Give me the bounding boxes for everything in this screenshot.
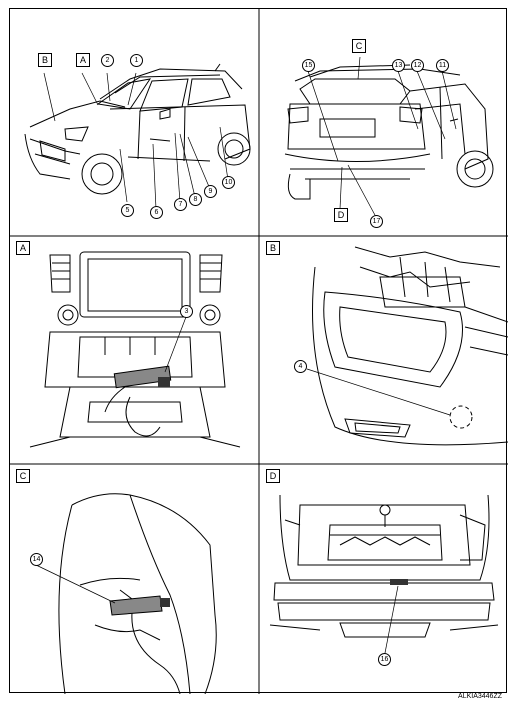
label-b-detail: B (266, 241, 280, 255)
label-c: C (352, 39, 366, 53)
front-vehicle-drawing (24, 63, 251, 210)
callout-12: 12 (411, 59, 424, 72)
rear-vehicle-drawing (284, 56, 494, 218)
callout-2: 2 (101, 54, 114, 67)
diagram-frame: B A 1 2 5 6 7 8 9 10 (9, 8, 508, 694)
label-b: B (38, 53, 52, 67)
highlighted-connector (390, 579, 408, 585)
front-bumper-drawing (306, 246, 508, 446)
panel-detail-a: A 3 (10, 237, 259, 464)
callout-9: 9 (204, 185, 217, 198)
panel-detail-c: C 14 (10, 465, 259, 694)
instrument-panel-drawing (29, 251, 241, 448)
callout-8: 8 (189, 193, 202, 206)
callout-11: 11 (436, 59, 449, 72)
label-a-detail: A (16, 241, 30, 255)
callout-6: 6 (150, 206, 163, 219)
panel-detail-b: B 4 (260, 237, 508, 464)
label-d-detail: D (266, 469, 280, 483)
callout-3: 3 (180, 305, 193, 318)
rear-bumper-drawing (269, 494, 499, 654)
pillar-trim-drawing (35, 493, 217, 694)
callout-10: 10 (222, 176, 235, 189)
callout-16: 16 (378, 653, 391, 666)
connector (160, 598, 170, 607)
label-d: D (334, 208, 348, 222)
panel-rear-overview: C D 15 13 12 11 17 (260, 9, 508, 236)
panel-front-overview: B A 1 2 5 6 7 8 9 10 (10, 9, 259, 236)
panel-dividers (10, 9, 508, 694)
callout-7: 7 (174, 198, 187, 211)
callout-15: 15 (302, 59, 315, 72)
sensor-location-mark (449, 405, 473, 429)
callout-5: 5 (121, 204, 134, 217)
callout-4: 4 (294, 360, 307, 373)
label-c-detail: C (16, 469, 30, 483)
callout-17: 17 (370, 215, 383, 228)
callout-14: 14 (30, 553, 43, 566)
highlighted-unit (113, 365, 172, 389)
connector (158, 377, 170, 387)
label-a: A (76, 53, 90, 67)
panel-detail-d: D 16 (260, 465, 508, 694)
highlighted-unit (109, 595, 163, 616)
figure-id: ALKIA3446ZZ (458, 693, 502, 700)
callout-1: 1 (130, 54, 143, 67)
callout-13: 13 (392, 59, 405, 72)
